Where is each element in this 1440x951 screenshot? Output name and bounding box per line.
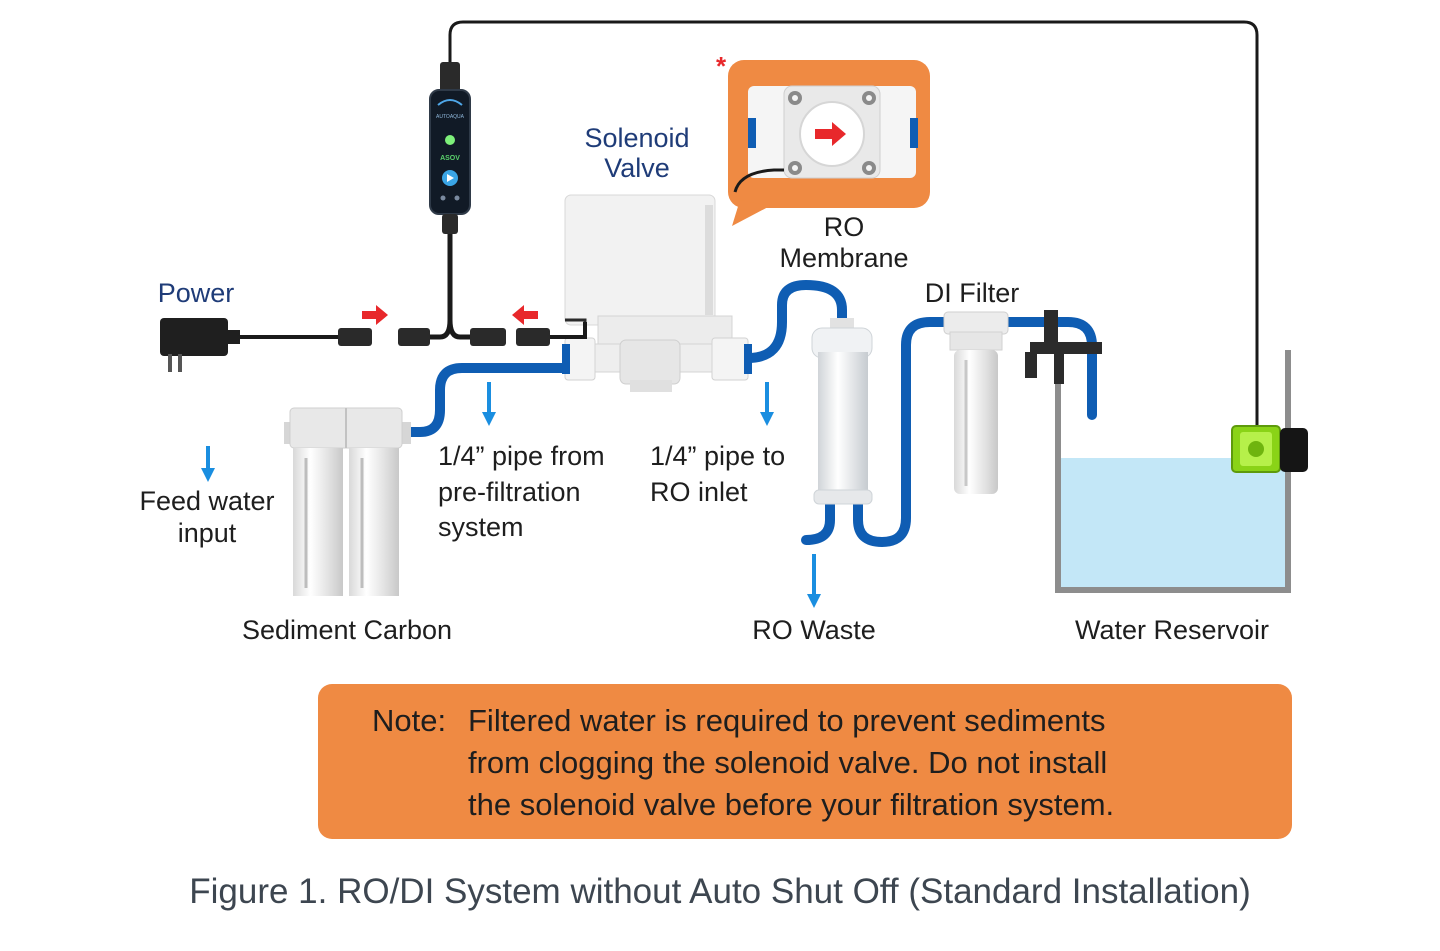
callout-arrow: [815, 129, 835, 139]
ro-to-di-pipe: [853, 317, 960, 548]
label-ro-membrane-2: Membrane: [779, 243, 908, 273]
note-line-1: Note:Filtered water is required to preve…: [372, 700, 1272, 742]
dc-plug-right: [516, 328, 550, 346]
label-di-filter: DI Filter: [925, 278, 1020, 308]
label-feed-water-1: Feed water: [139, 486, 274, 516]
label-pipe-ro-inlet-1: 1/4” pipe to: [650, 441, 785, 471]
dc-jack-left: [398, 328, 430, 346]
label-ro-membrane-1: RO: [824, 212, 865, 242]
label-feed-water-2: input: [178, 518, 237, 548]
controller-cable: [430, 220, 472, 340]
asov-controller: AUTOAQUA ASOV: [429, 62, 471, 234]
ro-membrane: [811, 318, 873, 505]
valve-to-ro-pipe: [743, 279, 847, 363]
flow-arrow-ro-inlet: [760, 382, 774, 426]
label-solenoid-valve-2: Valve: [604, 153, 670, 183]
dc-jack-right: [470, 328, 506, 346]
label-solenoid-valve-1: Solenoid: [584, 123, 689, 153]
red-arrow-right: [362, 305, 388, 325]
note-line-2: from clogging the solenoid valve. Do not…: [468, 745, 1108, 780]
label-pipe-prefilter-2: pre-filtration: [438, 477, 581, 507]
note-prefix: Note:: [372, 703, 447, 738]
flow-arrow-feed: [201, 446, 215, 482]
label-power: Power: [158, 278, 235, 308]
prefilter-to-valve-pipe: [400, 363, 575, 437]
di-filter: [943, 311, 1009, 494]
callout-cable: [733, 168, 784, 193]
note-box: [318, 684, 1292, 839]
solenoid-valve: [562, 194, 752, 392]
label-ro-waste: RO Waste: [752, 615, 876, 645]
membrane-callout: *: [716, 51, 930, 226]
reservoir-water: [1060, 458, 1286, 590]
sediment-carbon-filters: [284, 407, 411, 596]
label-pipe-prefilter-1: 1/4” pipe from: [438, 441, 605, 471]
controller-brand: AUTOAQUA: [436, 114, 465, 120]
water-level-sensor: [1231, 425, 1308, 473]
status-led: [445, 135, 455, 145]
label-water-reservoir: Water Reservoir: [1075, 615, 1269, 645]
note-line-3: the solenoid valve before your filtratio…: [468, 787, 1115, 822]
figure-caption: Figure 1. RO/DI System without Auto Shut…: [189, 872, 1251, 911]
label-pipe-prefilter-3: system: [438, 512, 524, 542]
power-adapter: [160, 318, 240, 372]
dc-plug-left: [338, 328, 372, 346]
sensor-cable: [448, 20, 1259, 432]
flow-arrow-prefilter: [482, 382, 496, 426]
valve-cable: [550, 322, 587, 339]
label-pipe-ro-inlet-2: RO inlet: [650, 477, 748, 507]
note-text: Note:Filtered water is required to preve…: [372, 700, 1272, 826]
red-arrow-left: [512, 305, 538, 325]
callout-asterisk: *: [716, 51, 727, 81]
flow-arrow-waste: [807, 554, 821, 608]
ro-waste-pipe: [801, 495, 835, 545]
label-sediment-carbon: Sediment Carbon: [242, 615, 452, 645]
pipe-clip: [1025, 310, 1102, 384]
controller-model: ASOV: [440, 155, 460, 162]
